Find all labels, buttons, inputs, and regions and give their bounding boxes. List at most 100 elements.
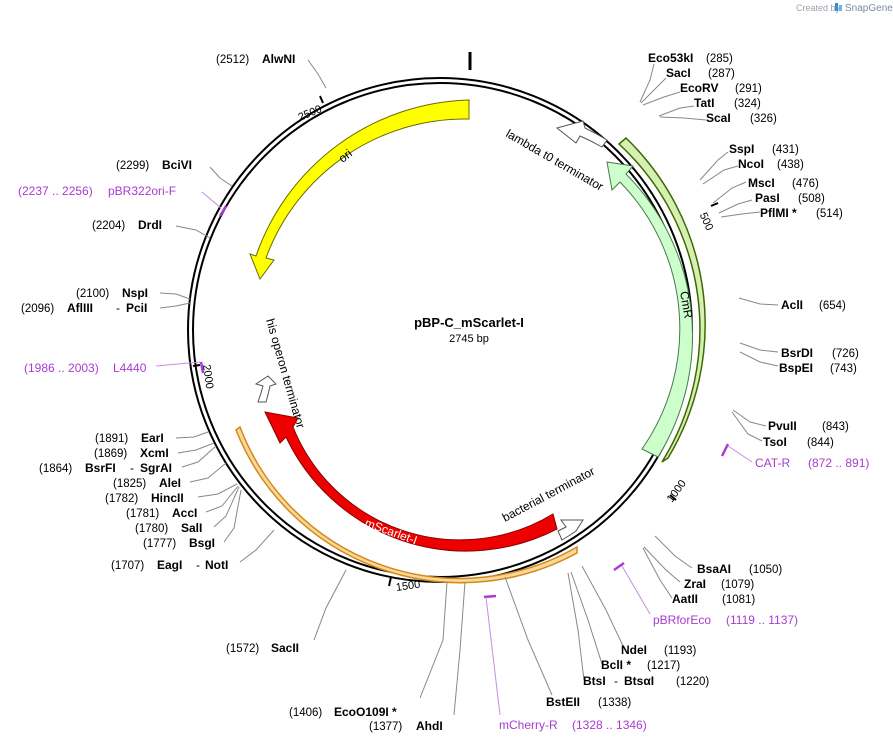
site-bsgi[interactable]: (1777) BsgI [143, 489, 242, 550]
site-hincii[interactable]: (1782) HincII [105, 483, 238, 505]
site-ahdi[interactable]: (1377) AhdI [369, 581, 466, 733]
site-bsrdi[interactable]: BsrDI (726) [739, 342, 859, 360]
site-alwni[interactable]: (2512) AlwNI [216, 52, 327, 89]
site-aatii[interactable]: AatII (1081) [642, 547, 755, 606]
svg-text:(1081): (1081) [722, 594, 755, 606]
feature-ori[interactable]: ori [249, 99, 470, 281]
site-sacii[interactable]: (1572) SacII [226, 569, 347, 655]
svg-text:BsgI: BsgI [189, 536, 215, 550]
site-ndei[interactable]: NdeI (1193) [581, 565, 697, 657]
svg-text:MscI: MscI [748, 176, 775, 190]
svg-text:-: - [196, 558, 200, 572]
site-bcli[interactable]: BclI * (1217) [570, 571, 680, 672]
svg-text:(2204): (2204) [92, 220, 125, 232]
feature-bacterial-terminator-label: bacterial terminator [500, 464, 597, 525]
site-sspi[interactable]: SspI (431) [699, 142, 799, 181]
site-drdi[interactable]: (2204) DrdI [92, 218, 211, 239]
svg-text:BspEI: BspEI [779, 361, 813, 375]
svg-text:(324): (324) [734, 98, 761, 110]
site-bspei[interactable]: BspEI (743) [739, 351, 857, 375]
svg-text:TsoI: TsoI [763, 435, 787, 449]
site-pasi[interactable]: PasI (508) [718, 191, 825, 214]
site-bsteii[interactable]: BstEII (1338) [504, 576, 631, 709]
svg-text:AccI: AccI [172, 506, 197, 520]
svg-text:PciI: PciI [126, 301, 147, 315]
site-btsi[interactable]: BtsI - BtsαI (1220) [567, 572, 709, 688]
svg-text:(1777): (1777) [143, 538, 176, 550]
svg-text:-: - [614, 674, 618, 688]
site-bsrfi-sgrai[interactable]: (1864) BsrFI - SgrAI [39, 445, 217, 475]
svg-text:BsaAI: BsaAI [697, 562, 731, 576]
svg-text:(872 .. 891): (872 .. 891) [808, 456, 869, 470]
site-tati[interactable]: TatI (324) [658, 96, 761, 117]
site-xcmi[interactable]: (1869) XcmI [94, 442, 215, 460]
svg-text:(1338): (1338) [598, 697, 631, 709]
svg-text:EarI: EarI [141, 431, 164, 445]
tick-1500: 1500 [388, 576, 421, 594]
svg-text:(1119 .. 1137): (1119 .. 1137) [726, 613, 798, 627]
feature-lambda-t0-terminator[interactable]: lambda t0 terminator [504, 120, 608, 194]
site-sali[interactable]: (1780) SalI [135, 486, 240, 535]
svg-text:1500: 1500 [395, 579, 421, 594]
svg-text:AflIII: AflIII [67, 301, 93, 315]
site-nspi[interactable]: (2100) NspI [76, 286, 191, 300]
svg-text:(1217): (1217) [647, 660, 680, 672]
site-alei[interactable]: (1825) AleI [113, 462, 227, 490]
svg-text:EagI: EagI [157, 558, 182, 572]
site-scai[interactable]: ScaI (326) [659, 111, 777, 125]
site-pflmi[interactable]: PflMI * (514) [720, 206, 843, 220]
feature-his-operon-terminator[interactable]: his operon terminator [254, 317, 308, 430]
svg-text:(1864): (1864) [39, 463, 72, 475]
svg-text:EcoO109I *: EcoO109I * [334, 705, 397, 719]
primer-pbrforeco[interactable]: pBRforEco (1119 .. 1137) [613, 561, 798, 627]
svg-text:SacI: SacI [666, 66, 691, 80]
svg-text:(743): (743) [830, 363, 857, 375]
plasmid-name: pBP-C_mScarlet-I [414, 315, 524, 330]
svg-text:(287): (287) [708, 68, 735, 80]
svg-text:NcoI: NcoI [738, 157, 764, 171]
feature-cmr[interactable]: CmR [606, 136, 706, 463]
site-pvuii[interactable]: PvuII (843) [732, 409, 849, 433]
svg-text:PasI: PasI [755, 191, 780, 205]
svg-text:(1193): (1193) [664, 645, 697, 657]
svg-text:EcoRV: EcoRV [680, 81, 718, 95]
svg-text:CAT-R: CAT-R [755, 456, 790, 470]
svg-text:(2237 .. 2256): (2237 .. 2256) [18, 184, 93, 198]
svg-text:(2100): (2100) [76, 288, 109, 300]
feature-mscarlet-i[interactable]: mScarlet-I [235, 411, 578, 584]
site-eco0109i[interactable]: (1406) EcoO109I * [289, 581, 448, 719]
svg-text:PflMI *: PflMI * [760, 206, 797, 220]
site-eco53ki[interactable]: Eco53kI (285) [639, 51, 733, 103]
feature-mscarlet-label: mScarlet-I [363, 516, 419, 548]
site-bsaai[interactable]: BsaAI (1050) [654, 535, 782, 576]
svg-text:BciVI: BciVI [162, 158, 192, 172]
site-msci[interactable]: MscI (476) [712, 176, 819, 204]
svg-text:(1220): (1220) [676, 676, 709, 688]
primer-pbr322ori-f[interactable]: (2237 .. 2256) pBR322ori-F [18, 184, 228, 217]
primer-l4440[interactable]: (1986 .. 2003) L4440 [24, 361, 205, 375]
site-eagi-noti[interactable]: (1707) EagI - NotI [111, 529, 275, 572]
site-ncoi[interactable]: NcoI (438) [702, 157, 804, 185]
svg-text:ScaI: ScaI [706, 111, 731, 125]
site-saci[interactable]: SacI (287) [640, 66, 735, 104]
site-acci[interactable]: (1781) AccI [126, 485, 239, 520]
site-tsoi[interactable]: TsoI (844) [731, 411, 834, 449]
primer-cat-r[interactable]: CAT-R (872 .. 891) [720, 443, 869, 470]
svg-text:(438): (438) [777, 159, 804, 171]
feature-cmr-label: CmR [677, 290, 696, 320]
svg-text:SgrAI: SgrAI [140, 461, 172, 475]
svg-text:(1986 .. 2003): (1986 .. 2003) [24, 361, 99, 375]
svg-text:pBRforEco: pBRforEco [653, 613, 711, 627]
backbone-outer-strand [187, 77, 693, 583]
site-bcivi[interactable]: (2299) BciVI [116, 158, 233, 187]
primer-mcherry-r[interactable]: mCherry-R (1328 .. 1346) [483, 594, 647, 732]
site-eari[interactable]: (1891) EarI [95, 431, 209, 445]
svg-text:AatII: AatII [672, 592, 698, 606]
site-zrai[interactable]: ZraI (1079) [643, 546, 754, 591]
site-acli[interactable]: AclI (654) [738, 297, 846, 312]
site-ecorv[interactable]: EcoRV (291) [642, 81, 762, 106]
svg-text:(1572): (1572) [226, 643, 259, 655]
site-afliii-pcii[interactable]: (2096) AflIII - PciI [21, 301, 191, 315]
